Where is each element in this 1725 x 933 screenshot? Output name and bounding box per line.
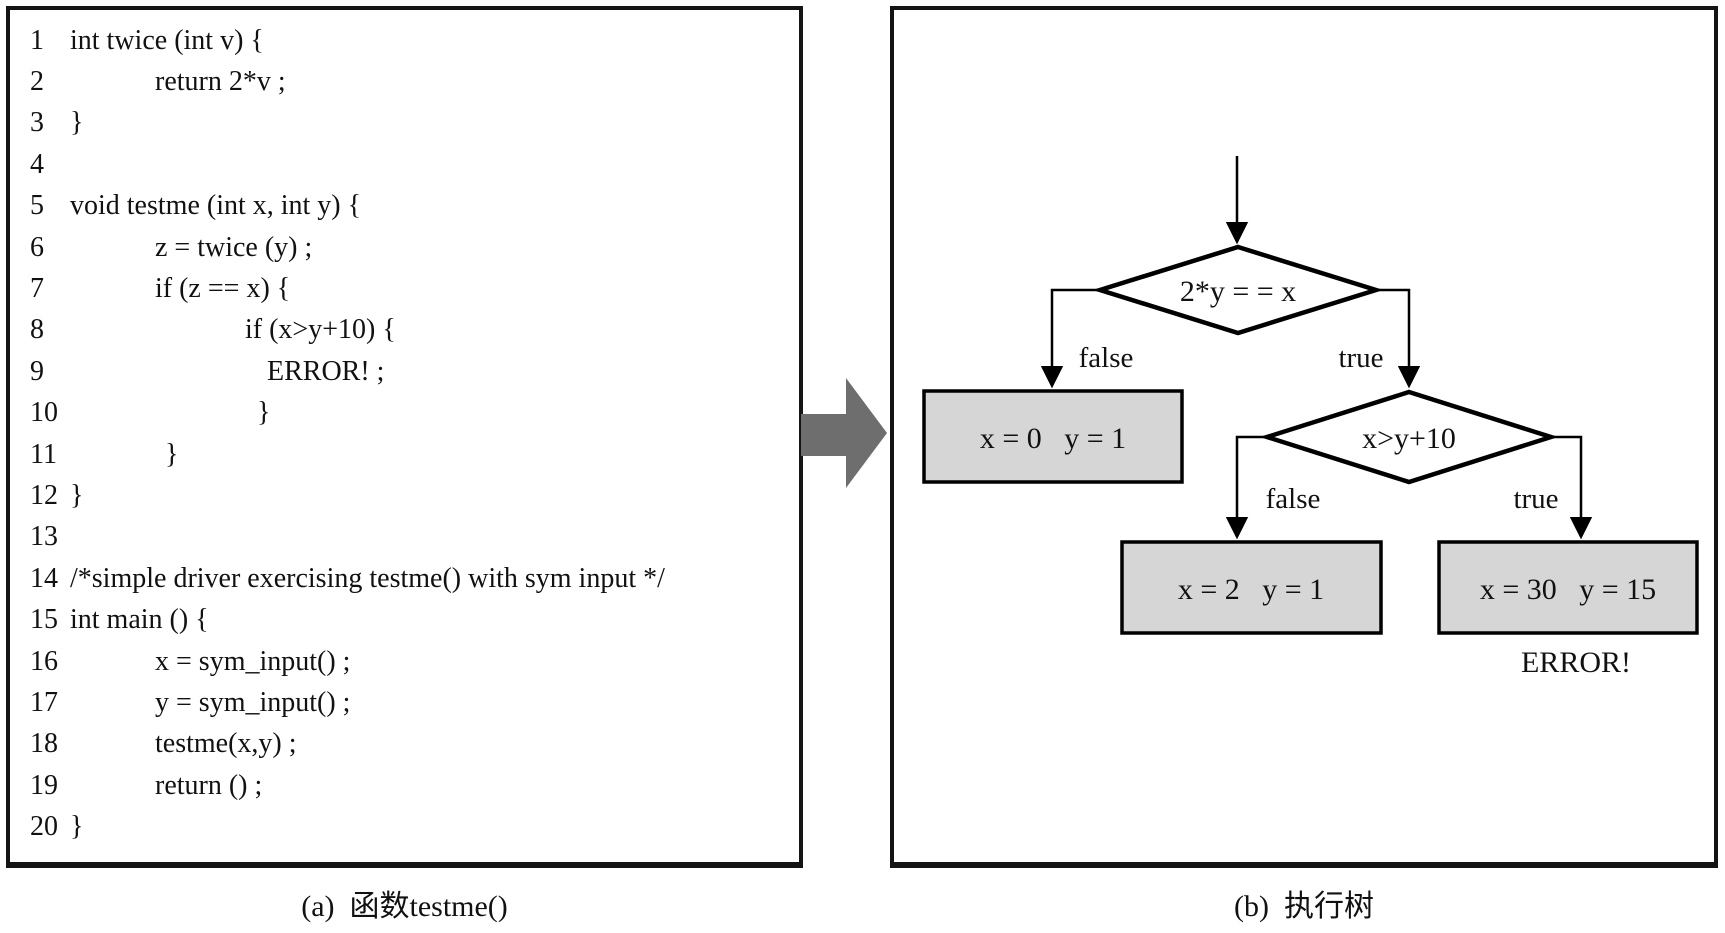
line-number: 20 [30,811,58,843]
code-text: int main () { [70,604,209,636]
code-text: if (z == x) { [155,273,291,305]
code-text: ERROR! ; [267,355,385,387]
line-number: 13 [30,521,58,553]
code-line: 15 int main () { [10,599,799,640]
line-number: 17 [30,686,58,718]
code-line: 20} [10,806,799,847]
decision2-false-edge [1225,435,1267,540]
code-line: 2 return 2*v ; [10,61,799,102]
code-line: 9 ERROR! ; [10,351,799,392]
panel-link-arrow-icon [801,378,887,488]
line-number: 1 [30,24,44,56]
decision2-label: x>y+10 [1362,422,1456,455]
line-number: 8 [30,314,44,346]
code-text: } [70,107,84,139]
code-text: x = sym_input() ; [155,645,351,677]
code-line: 14 /*simple driver exercising testme() wi… [10,558,799,599]
line-number: 10 [30,397,58,429]
line-number: 3 [30,107,44,139]
code-text: } [165,438,179,470]
caption-b: (b) 执行树 [1234,890,1374,923]
line-number: 19 [30,769,58,801]
line-number: 14 [30,562,58,594]
code-text: void testme (int x, int y) { [70,190,362,222]
decision2-true-label: true [1513,483,1558,515]
code-text: } [70,811,84,843]
code-line: 17 y = sym_input() ; [10,682,799,723]
leaf2-node [1120,540,1383,635]
decision1-label: 2*y = = x [1180,275,1296,308]
code-line: 13 [10,517,799,558]
code-text: int twice (int v) { [70,24,264,56]
code-text: return () ; [155,769,263,801]
line-number: 9 [30,355,44,387]
line-number: 18 [30,728,58,760]
code-text: y = sym_input() ; [155,686,351,718]
decision2-false-label: false [1266,483,1321,515]
code-text: if (x>y+10) { [245,314,396,346]
leaf1-label: x = 0 y = 1 [980,422,1126,455]
code-line: 11} [10,434,799,475]
line-number: 16 [30,645,58,677]
code-line: 4 [10,144,799,185]
code-line: 18 testme(x,y) ; [10,724,799,765]
decision1-true-label: true [1338,342,1383,374]
code-text: return 2*v ; [155,66,286,98]
error-annotation: ERROR! [1521,646,1631,679]
execution-tree-panel: 2*y = = x false true x = 0 y = 1 x>y+10 … [890,6,1718,868]
code-text: } [70,479,84,511]
line-number: 7 [30,273,44,305]
right-block-arrow-shape [801,378,887,488]
code-line: 19 return () ; [10,765,799,806]
code-line: 8 if (x>y+10) { [10,310,799,351]
code-line: 10} [10,393,799,434]
execution-tree: 2*y = = x false true x = 0 y = 1 x>y+10 … [922,156,1699,679]
code-line: 7 if (z == x) { [10,268,799,309]
code-line: 6 z = twice (y) ; [10,227,799,268]
code-line: 5 void testme (int x, int y) { [10,186,799,227]
code-line: 1 int twice (int v) { [10,20,799,61]
caption-a: (a) 函数testme() [301,890,508,923]
line-number: 15 [30,604,58,636]
leaf2-label: x = 2 y = 1 [1178,573,1324,606]
decision1-diamond [1092,244,1384,336]
line-number: 5 [30,190,44,222]
code-text: z = twice (y) ; [155,231,313,263]
code-text: /*simple driver exercising testme() with… [70,562,665,594]
line-number: 2 [30,66,44,98]
leaf3-node [1437,540,1699,635]
decision1-false-label: false [1079,342,1134,374]
line-number: 12 [30,479,58,511]
decision1-true-edge [1376,288,1421,389]
line-number: 11 [30,438,57,470]
leaf3-label: x = 30 y = 15 [1480,573,1656,606]
decision2-true-edge [1551,435,1593,540]
code-text: } [257,397,271,429]
code-line: 16 x = sym_input() ; [10,641,799,682]
line-number: 4 [30,148,44,180]
code-text: testme(x,y) ; [155,728,297,760]
decision1-false-edge [1040,288,1100,389]
decision2-diamond [1259,389,1559,485]
code-line: 3} [10,103,799,144]
leaf1-node [922,389,1184,484]
line-number: 6 [30,231,44,263]
code-line: 12} [10,475,799,516]
